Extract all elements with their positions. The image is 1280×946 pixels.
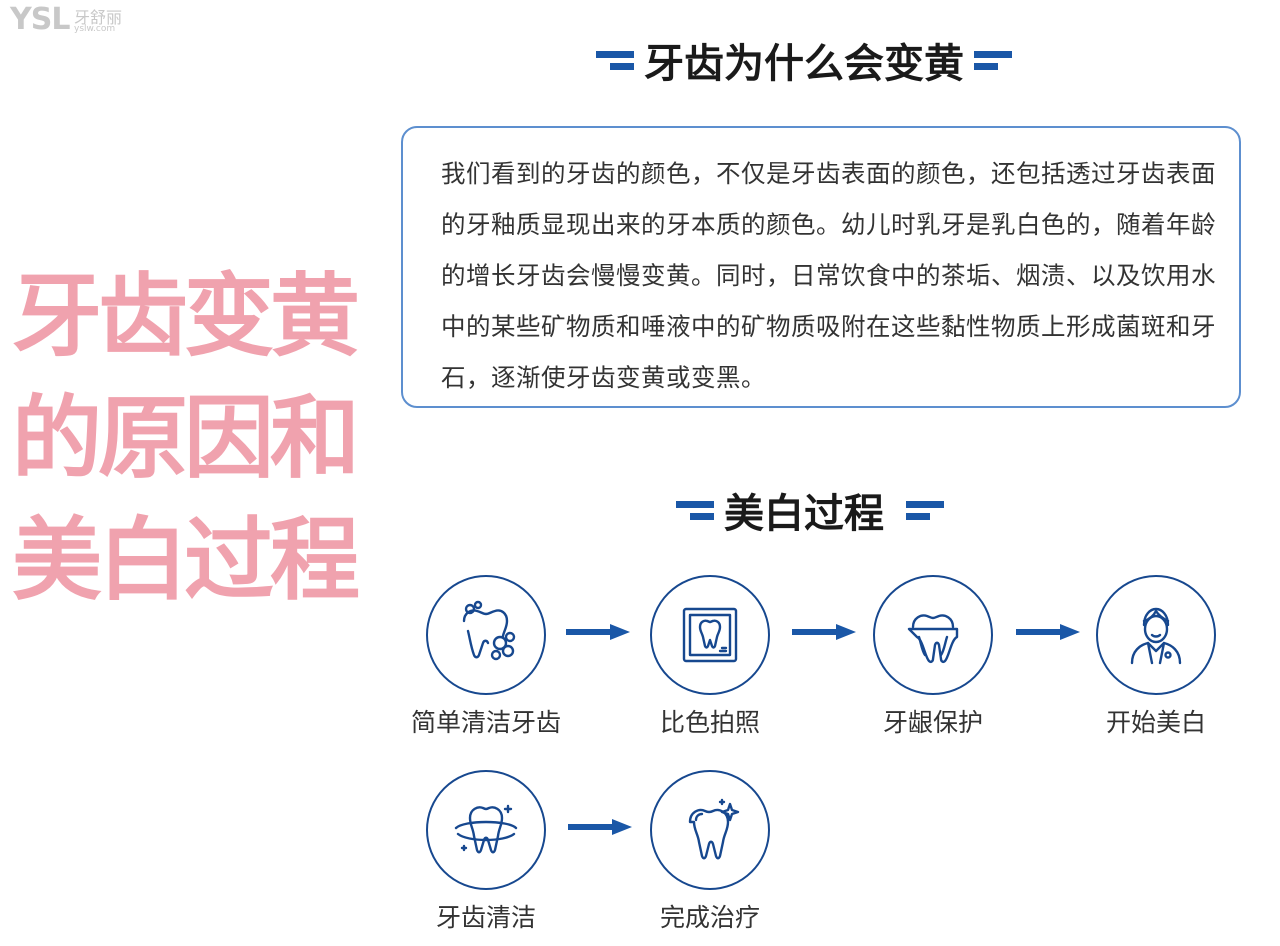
header-decoration-left — [596, 50, 634, 70]
dentist-icon — [1096, 575, 1216, 695]
explanation-text: 我们看到的牙齿的颜色，不仅是牙齿表面的颜色，还包括透过牙齿表面的牙釉质显现出来的… — [441, 159, 1216, 392]
arrow-right-icon — [568, 819, 632, 835]
step-teeth-cleaning — [426, 770, 546, 890]
big-title-line1: 牙齿变黄 — [12, 263, 360, 369]
step-shade-photo — [650, 575, 770, 695]
step-complete-treatment — [650, 770, 770, 890]
section1-header: 牙齿为什么会变黄 — [596, 34, 1012, 87]
watermark-brand: YSL — [10, 2, 70, 37]
header-decoration-right — [906, 500, 944, 520]
big-title: 牙齿变黄 的原因和 美白过程 — [12, 255, 392, 621]
arrow-right-icon — [792, 624, 856, 640]
arrow-right-icon — [1016, 624, 1080, 640]
section1-title: 牙齿为什么会变黄 — [644, 41, 964, 87]
explanation-box: 我们看到的牙齿的颜色，不仅是牙齿表面的颜色，还包括透过牙齿表面的牙釉质显现出来的… — [401, 126, 1241, 408]
watermark-name: 牙舒丽 — [74, 8, 123, 27]
tooth-bubbles-icon — [426, 575, 546, 695]
header-decoration-left — [676, 500, 714, 520]
step-start-whitening — [1096, 575, 1216, 695]
step-label: 比色拍照 — [659, 708, 760, 737]
section2-title: 美白过程 — [724, 491, 884, 537]
step-label: 完成治疗 — [659, 903, 760, 932]
big-title-line2: 的原因和 — [12, 385, 360, 491]
arrow-right-icon — [566, 624, 630, 640]
step-label: 牙齿清洁 — [435, 903, 536, 932]
step-label: 牙龈保护 — [882, 708, 983, 737]
tooth-cleaning-icon — [426, 770, 546, 890]
step-clean-teeth — [426, 575, 546, 695]
gum-protection-icon — [873, 575, 993, 695]
sparkling-tooth-icon — [650, 770, 770, 890]
header-decoration-right — [974, 50, 1012, 70]
big-title-line3: 美白过程 — [12, 507, 360, 613]
step-gum-protection — [873, 575, 993, 695]
watermark-url: yslw.com — [74, 24, 116, 34]
step-label: 简单清洁牙齿 — [410, 708, 561, 737]
section2-header: 美白过程 — [676, 484, 944, 537]
step-label: 开始美白 — [1105, 708, 1206, 737]
tooth-xray-icon — [650, 575, 770, 695]
